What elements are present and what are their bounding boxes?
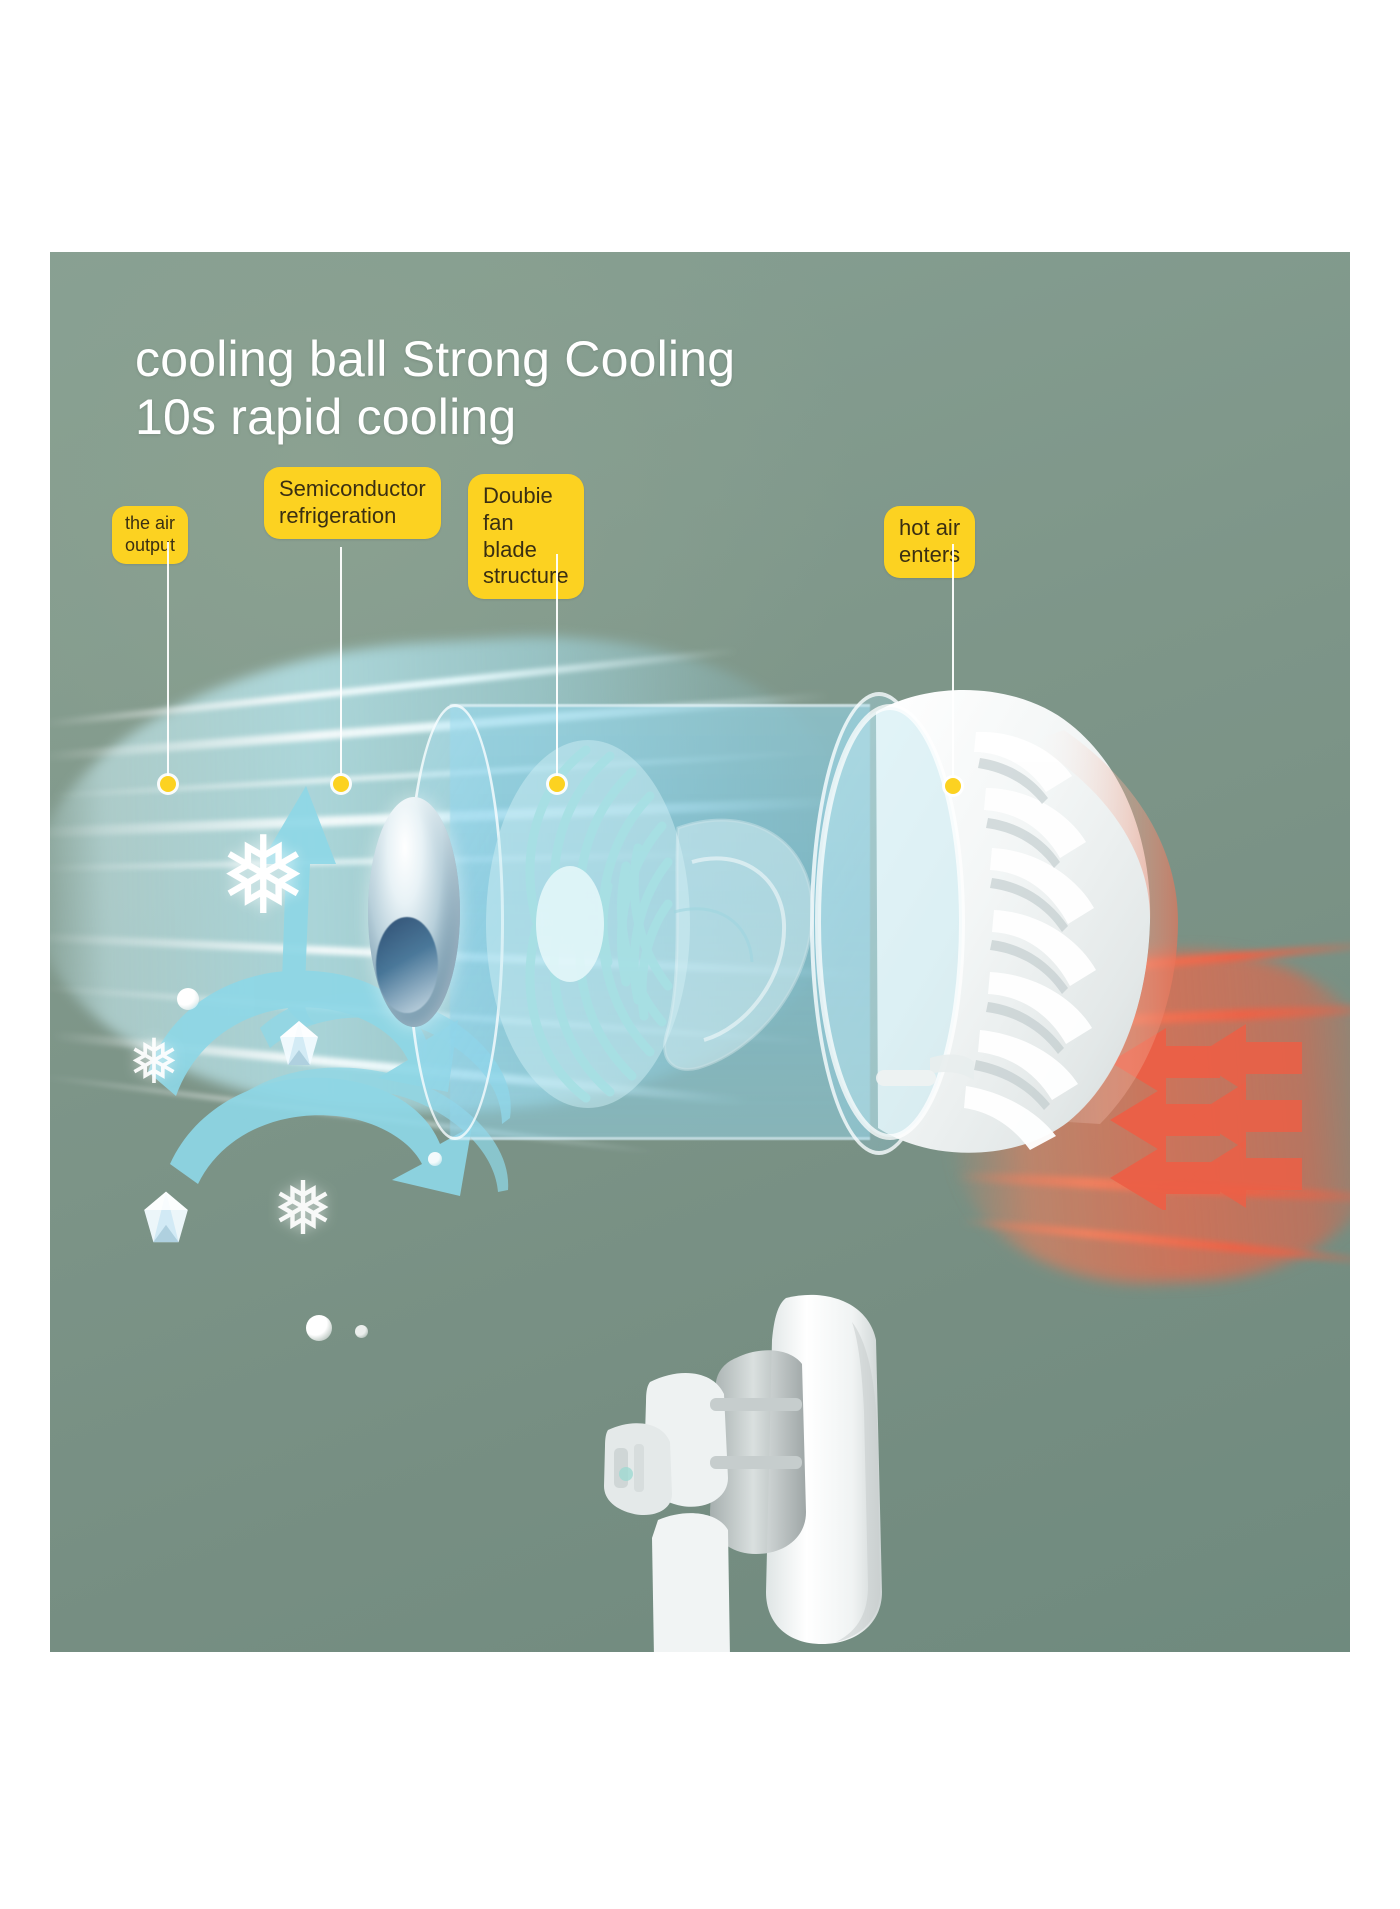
ice-crystal-icon [272, 1017, 326, 1071]
callout-leader-line [952, 544, 954, 784]
fan-head-housing [780, 672, 1200, 1172]
callout-node-marker [945, 778, 961, 794]
headline-line-2: 10s rapid cooling [135, 389, 517, 445]
secondary-fan-blade [640, 792, 830, 1082]
callout-label: hot air enters [884, 506, 976, 578]
callout-node-marker [160, 776, 176, 792]
fan-blade-wheel [478, 734, 698, 1114]
callout-label: Doubie fan blade structure [468, 474, 584, 600]
product-infographic-panel: ❅ ❅ ❅ [50, 252, 1350, 1652]
fan-handle-and-stand [590, 1262, 1020, 1652]
callout-label: Semiconductor refrigeration [264, 467, 441, 539]
exploded-fan-assembly [310, 642, 1270, 1342]
bokeh-dot [428, 1152, 442, 1166]
callout-leader-line [167, 542, 169, 782]
snowflake-icon: ❅ [272, 1167, 335, 1250]
semiconductor-cooling-disc [368, 797, 460, 1027]
callout-node-marker [549, 776, 565, 792]
page-title: cooling ball Strong Cooling 10s rapid co… [135, 330, 995, 446]
snowflake-icon: ❅ [128, 1028, 180, 1097]
ice-crystal-icon [135, 1187, 197, 1249]
callout-leader-line [340, 547, 342, 782]
bokeh-dot [355, 1325, 368, 1338]
callout-node-marker [333, 776, 349, 792]
hot-airflow-arrows-icon [1070, 1020, 1320, 1210]
bokeh-dot [306, 1315, 332, 1341]
callout-leader-line [556, 554, 558, 782]
snowflake-icon: ❅ [218, 815, 309, 936]
bokeh-dot [177, 988, 199, 1010]
callout-label: the air output [112, 506, 189, 564]
headline-line-1: cooling ball Strong Cooling [135, 331, 736, 387]
